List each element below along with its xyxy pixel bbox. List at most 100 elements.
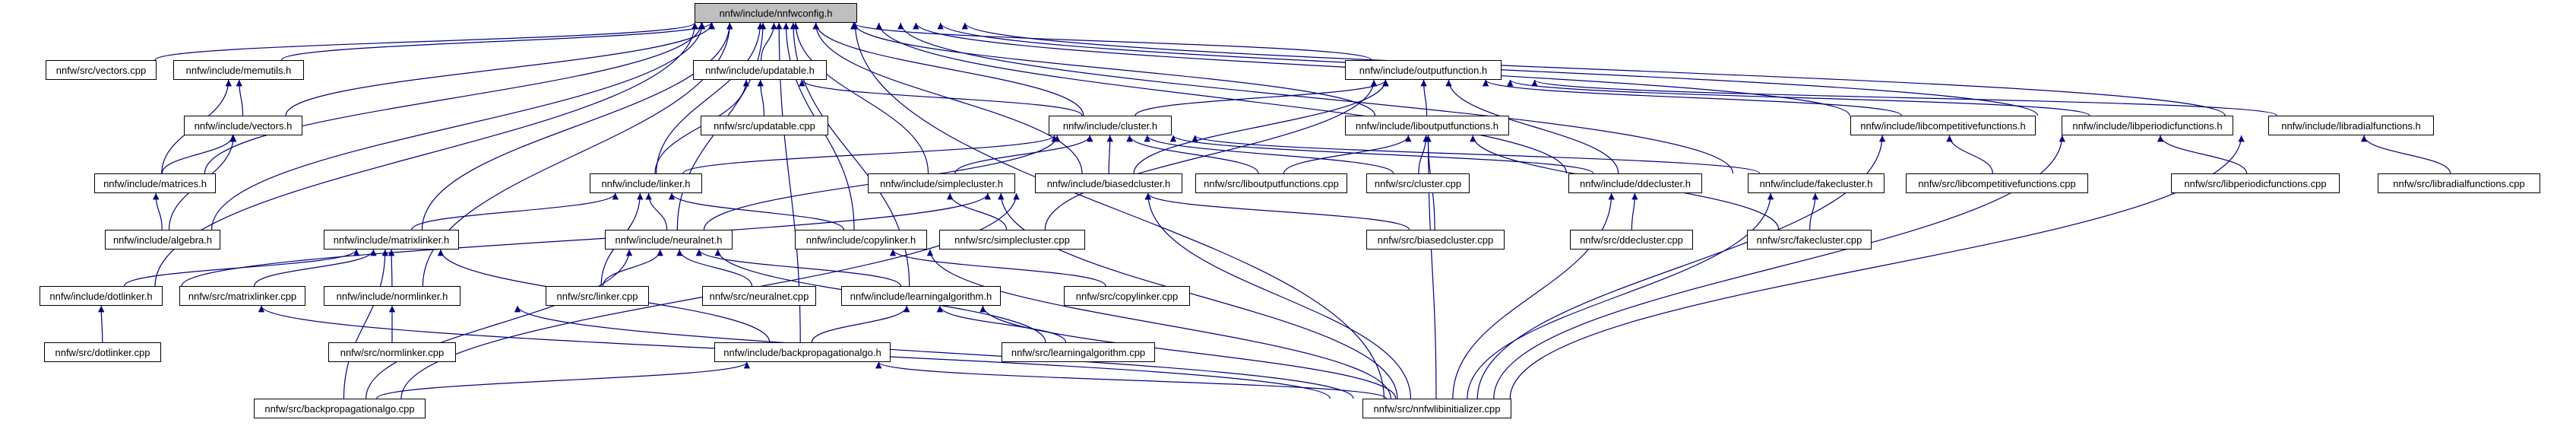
node-normlinker-h[interactable]: nnfw/include/normlinker.h <box>324 286 460 306</box>
node-linker-h[interactable]: nnfw/include/linker.h <box>590 173 702 193</box>
node-matrixlinker-h[interactable]: nnfw/include/matrixlinker.h <box>324 230 459 250</box>
node-dotlinker-h[interactable]: nnfw/include/dotlinker.h <box>40 286 163 306</box>
edge-n31-n38 <box>98 305 105 343</box>
node-memutils-h[interactable]: nnfw/include/memutils.h <box>173 60 304 80</box>
node-updatable-cpp[interactable]: nnfw/src/updatable.cpp <box>701 116 828 135</box>
node-algebra-h[interactable]: nnfw/include/algebra.h <box>105 230 220 250</box>
node-ddecluster-cpp[interactable]: nnfw/src/ddecluster.cpp <box>1570 230 1693 250</box>
edge-n0-n12 <box>204 22 705 174</box>
node-backpropagationalgo-cpp[interactable]: nnfw/src/backpropagationalgo.cpp <box>254 399 426 418</box>
edge-n7-n14 <box>954 135 1093 174</box>
node-libperiodicfunctions-cpp[interactable]: nnfw/src/libperiodicfunctions.cpp <box>2171 173 2340 193</box>
edge-n4-n10 <box>1507 79 2090 116</box>
node-nnfwconfig-h: nnfw/include/nnfwconfig.h <box>695 3 857 23</box>
edge-n0-n5 <box>285 22 715 116</box>
node-cluster-h[interactable]: nnfw/include/cluster.h <box>1049 116 1172 135</box>
node-nnfwlibinitializer-cpp[interactable]: nnfw/src/nnfwlibinitializer.cpp <box>1362 399 1511 418</box>
edge-n0-n4 <box>850 22 1372 61</box>
node-liboutputfunctions-h[interactable]: nnfw/include/liboutputfunctions.h <box>1345 116 1509 135</box>
node-backpropagationalgo-h[interactable]: nnfw/include/backpropagationalgo.h <box>714 342 891 362</box>
edge-n24-n42 <box>343 249 389 399</box>
edge-n0-n8 <box>850 22 1376 116</box>
node-simplecluster-cpp[interactable]: nnfw/src/simplecluster.cpp <box>939 230 1085 250</box>
edge-n18-n43 <box>1452 192 1615 399</box>
node-vectors-cpp[interactable]: nnfw/src/vectors.cpp <box>46 60 157 80</box>
edge-n19-n30 <box>1809 192 1819 230</box>
edge-n15-n31 <box>181 192 991 287</box>
node-fakecluster-h[interactable]: nnfw/include/fakecluster.h <box>1748 173 1885 193</box>
edge-n26-n37 <box>889 249 1106 287</box>
node-fakecluster-cpp[interactable]: nnfw/src/fakecluster.cpp <box>1747 230 1872 250</box>
node-updatable-h[interactable]: nnfw/include/updatable.h <box>693 60 827 80</box>
node-ddecluster-h[interactable]: nnfw/include/ddecluster.h <box>1568 173 1702 193</box>
edge-n13-n26 <box>668 192 844 230</box>
node-vectors-h[interactable]: nnfw/include/vectors.h <box>184 116 302 135</box>
edge-n0-n14 <box>792 22 929 174</box>
node-learningalgorithm-h[interactable]: nnfw/include/learningalgorithm.h <box>841 286 1001 306</box>
edge-n13-n25 <box>645 192 668 230</box>
node-biasedcluster-cpp[interactable]: nnfw/src/biasedcluster.cpp <box>1366 230 1505 250</box>
node-matrixlinker-cpp[interactable]: nnfw/src/matrixlinker.cpp <box>179 286 305 306</box>
node-linker-cpp[interactable]: nnfw/src/linker.cpp <box>546 286 649 306</box>
edge-n4-n8 <box>1420 79 1428 116</box>
node-neuralnet-cpp[interactable]: nnfw/src/neuralnet.cpp <box>702 286 816 306</box>
node-cluster-cpp[interactable]: nnfw/src/cluster.cpp <box>1366 173 1470 193</box>
edge-n5-n12 <box>161 135 236 174</box>
edge-n24-n33 <box>388 249 395 287</box>
node-copylinker-cpp[interactable]: nnfw/src/copylinker.cpp <box>1064 286 1190 306</box>
node-libradialfunctions-h[interactable]: nnfw/include/libradialfunctions.h <box>2268 116 2434 135</box>
edge-n0-n3 <box>761 22 777 61</box>
edge-n7-n16 <box>1126 135 1259 174</box>
edge-n7-n18 <box>1169 135 1594 174</box>
node-neuralnet-h[interactable]: nnfw/include/neuralnet.h <box>605 230 733 250</box>
edge-n4-n27 <box>1044 79 1378 230</box>
edge-n25-n36 <box>695 249 902 287</box>
node-outputfunction-h[interactable]: nnfw/include/outputfunction.h <box>1345 60 1502 80</box>
edge-n0-n2 <box>280 22 715 61</box>
edge-n0-n11 <box>961 22 2226 116</box>
edge-n10-n21 <box>2157 135 2248 174</box>
edge-n8-n16 <box>1283 135 1412 174</box>
edge-n25-n34 <box>602 249 663 287</box>
edge-n15-n28 <box>1144 192 1410 230</box>
node-learningalgorithm-cpp[interactable]: nnfw/src/learningalgorithm.cpp <box>1002 342 1155 362</box>
edge-n13-n24 <box>411 192 619 230</box>
node-biasedcluster-h[interactable]: nnfw/include/biasedcluster.h <box>1035 173 1182 193</box>
node-libcompetitivefunctions-cpp[interactable]: nnfw/src/libcompetitivefunctions.cpp <box>1906 173 2088 193</box>
node-matrices-h[interactable]: nnfw/include/matrices.h <box>94 173 216 193</box>
node-dotlinker-cpp[interactable]: nnfw/src/dotlinker.cpp <box>44 342 161 362</box>
edge-n4-n9 <box>1483 79 1902 116</box>
edge-n24-n32 <box>254 249 377 287</box>
edge-n8-n17 <box>1418 135 1429 174</box>
edge-n15-n43 <box>1144 192 1412 399</box>
edge-n3-n7 <box>799 79 1083 116</box>
edge-n36-n41 <box>936 305 1067 343</box>
node-libcompetitivefunctions-h[interactable]: nnfw/include/libcompetitivefunctions.h <box>1850 116 2036 135</box>
edge-n14-n27 <box>946 192 1008 230</box>
edge-n36-n43 <box>979 305 1397 399</box>
edge-n4-n11 <box>1531 79 2277 116</box>
edge-n0-n18 <box>875 22 1568 174</box>
node-simplecluster-h[interactable]: nnfw/include/simplecluster.h <box>868 173 1015 193</box>
edge-n40-n43 <box>875 361 1387 399</box>
edge-n40-n42 <box>376 361 750 399</box>
edge-n7-n19 <box>1191 135 1761 174</box>
edge-n4-n18 <box>1445 79 1619 174</box>
node-copylinker-h[interactable]: nnfw/include/copylinker.h <box>795 230 927 250</box>
edge-n36-n40 <box>811 305 910 343</box>
node-libradialfunctions-cpp[interactable]: nnfw/src/libradialfunctions.cpp <box>2378 173 2540 193</box>
edge-n19-n43 <box>1467 192 1774 399</box>
edge-n3-n6 <box>757 79 765 116</box>
node-libperiodicfunctions-h[interactable]: nnfw/include/libperiodicfunctions.h <box>2062 116 2233 135</box>
edge-n0-n13 <box>656 22 764 174</box>
edge-n2-n5 <box>236 79 244 116</box>
edge-n0-n43 <box>852 22 1385 399</box>
node-liboutputfunctions-cpp[interactable]: nnfw/src/liboutputfunctions.cpp <box>1195 173 1347 193</box>
edge-n7-n15 <box>1106 135 1113 174</box>
edge-n0-n24 <box>421 22 733 230</box>
edge-n0-n19 <box>897 22 1734 174</box>
edge-n14-n43 <box>998 192 1398 399</box>
edge-n33-n43 <box>514 305 1354 399</box>
node-normlinker-cpp[interactable]: nnfw/src/normlinker.cpp <box>328 342 456 362</box>
